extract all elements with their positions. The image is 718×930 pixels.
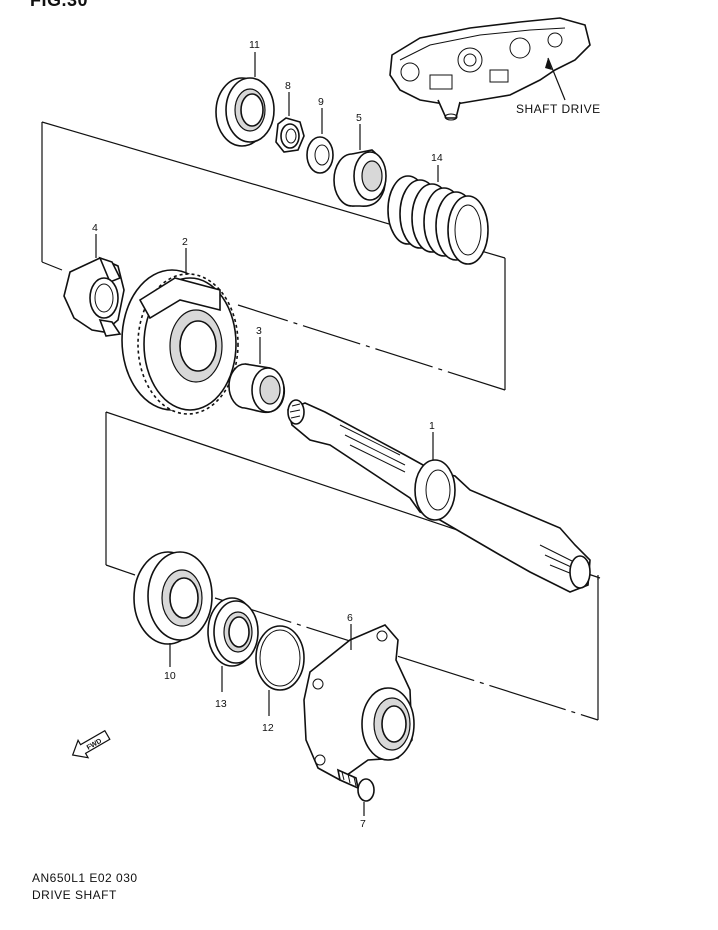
part-12-o-ring [255,625,305,691]
model-code: AN650L1 E02 030 [32,871,138,885]
callout-4: 4 [92,222,98,234]
callout-9: 9 [318,96,324,108]
part-4-dog-hub [63,256,125,337]
part-8-nut [275,117,305,153]
callout-14: 14 [431,152,443,164]
callout-5: 5 [356,112,362,124]
part-10-bearing [133,551,213,645]
callout-6: 6 [347,612,353,624]
figure-header-fragment: FIG.30 [30,0,88,10]
part-5-collar [333,149,387,207]
figure-title: DRIVE SHAFT [32,888,117,902]
shaft-drive-inset-illustration [389,17,591,121]
callout-11: 11 [249,39,260,51]
part-7-bolt [336,768,375,802]
callout-10: 10 [164,670,176,682]
callout-12: 12 [262,722,274,734]
callout-8: 8 [285,80,291,92]
part-14-spring [387,175,489,265]
callout-2: 2 [182,236,188,248]
part-1-drive-shaft [287,399,591,593]
callout-13: 13 [215,698,227,710]
callout-3: 3 [256,325,262,337]
part-9-washer [306,136,334,174]
inset-label-shaft-drive: SHAFT DRIVE [516,102,601,116]
part-2-gear [121,269,239,415]
callout-7: 7 [360,818,366,830]
callout-1: 1 [429,420,435,432]
fwd-arrow-icon: FWD [71,729,111,759]
part-11-bearing [215,77,275,147]
part-6-flange-housing [303,624,415,781]
part-3-sleeve [228,363,286,414]
part-13-oil-seal [207,597,259,667]
